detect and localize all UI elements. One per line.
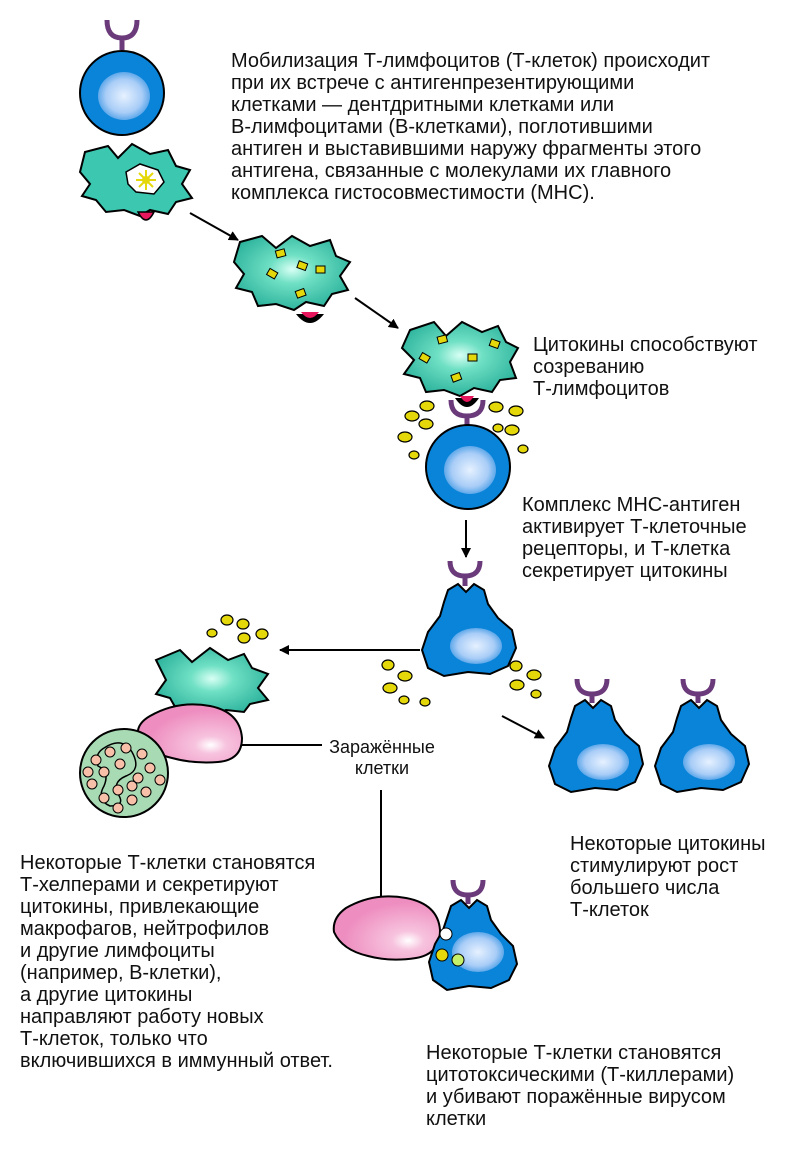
arrow-icon xyxy=(189,212,239,241)
caption-intro: Мобилизация Т-лимфоцитов (Т-клеток) прои… xyxy=(231,50,711,204)
caption-infected-cells: Заражённые клетки xyxy=(329,737,435,778)
dendritic-cell-binding xyxy=(400,320,520,407)
virus-infected-cell xyxy=(79,728,169,818)
t-cell-receptor-icon xyxy=(574,678,610,703)
t-cell-killer xyxy=(427,879,519,992)
t-cell-receptor-icon xyxy=(104,19,140,50)
t-cell-secreting xyxy=(420,560,518,678)
caption-killers: Некоторые Т-клетки становятся цитотоксич… xyxy=(426,1042,735,1130)
t-cell-activated xyxy=(425,399,511,510)
dendritic-cell-with-fragments xyxy=(232,234,352,323)
t-cell-new-2 xyxy=(653,678,751,794)
t-cell-top xyxy=(79,19,165,136)
caption-cytokines-maturation: Цитокины способствуют созреванию Т-лимфо… xyxy=(533,334,758,400)
infected-cell-bottom xyxy=(332,895,442,961)
caption-mhc-activation: Комплекс МНС-антиген активирует Т-клеточ… xyxy=(522,494,747,582)
dendritic-cell-with-antigen xyxy=(78,142,194,221)
macrophage xyxy=(154,646,270,718)
t-cell-new-1 xyxy=(547,678,645,794)
cytokines-cluster xyxy=(397,400,529,460)
t-cell-receptor-icon xyxy=(447,560,483,586)
caption-growth: Некоторые цитокины стимулируют рост боль… xyxy=(570,833,766,921)
t-cell-receptor-icon xyxy=(450,879,486,904)
caption-helpers: Некоторые Т-клетки становятся Т-хелперам… xyxy=(20,852,333,1072)
secreted-cytokines xyxy=(381,659,542,707)
arrow-icon xyxy=(501,715,545,739)
arrow-icon xyxy=(354,297,399,329)
cytokines-left xyxy=(206,614,269,644)
t-cell-receptor-icon xyxy=(680,678,716,703)
